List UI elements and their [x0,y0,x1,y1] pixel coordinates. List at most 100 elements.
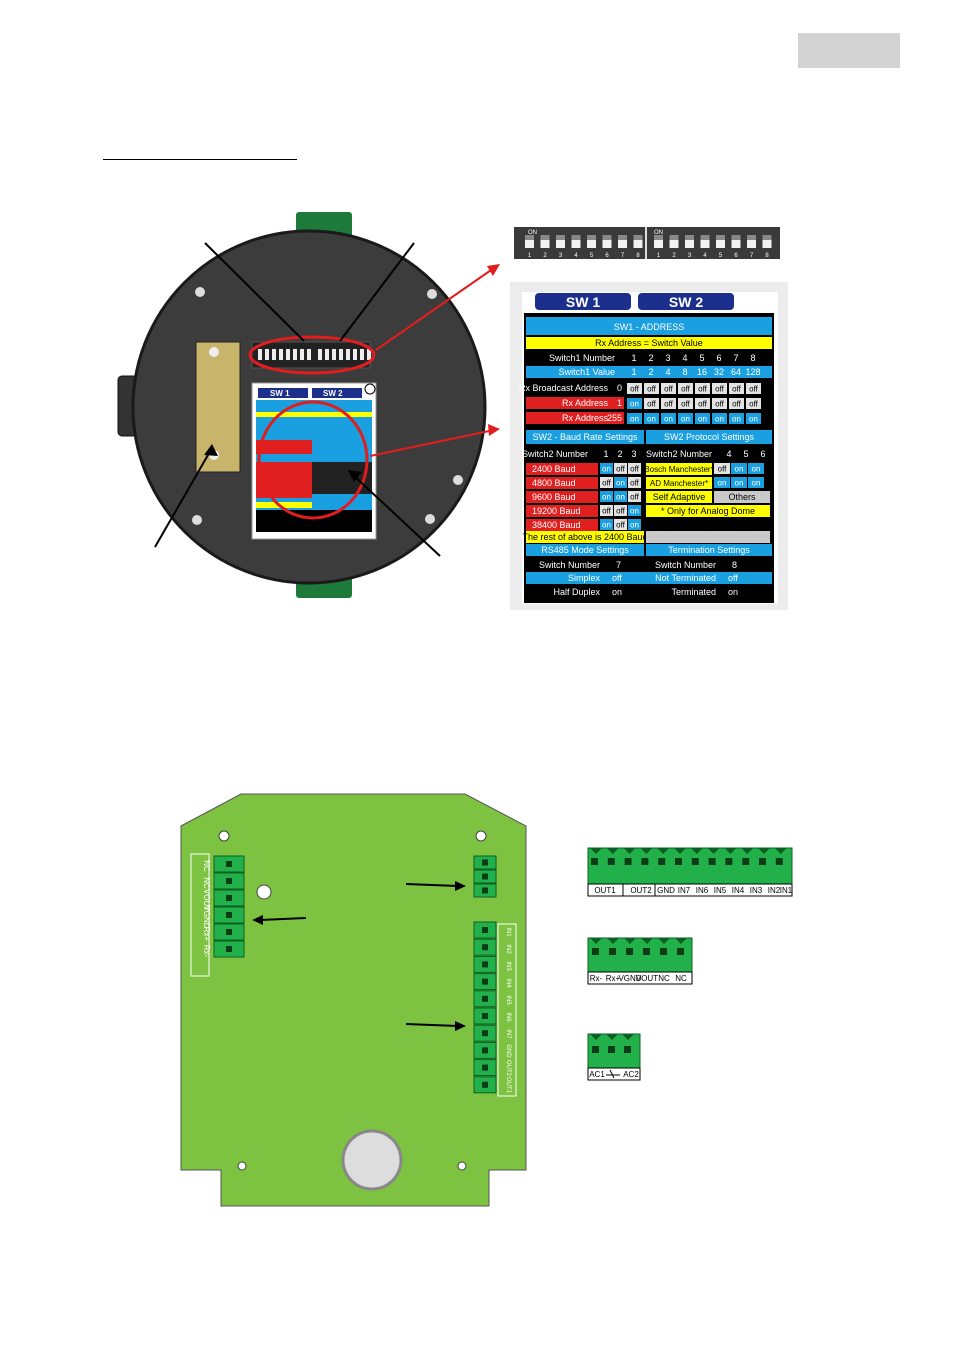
switch-number-label-1: Switch Number [539,560,600,570]
screw-icon [425,514,435,524]
sw2-switch-8 [762,235,772,248]
sw2-switch-6 [731,235,741,248]
io-connector-label: OUT2 [630,886,652,895]
right-connector-label: IN2 [505,944,511,954]
sw1-switch-slider-8 [633,235,643,240]
switch-state-cell [600,491,613,502]
simplex-label: Simplex [568,573,601,583]
small-dip-switch [258,349,262,360]
baud-switch-number: 3 [631,449,636,459]
io-connector-hole [658,858,666,865]
switch1-number-label: Switch1 Number [549,353,615,363]
switch-state-text: off [664,400,674,409]
io-connector-hole [691,858,699,865]
switch1-value: 1 [631,367,636,377]
io-connector-notch [707,848,720,854]
switch-state-text: off [630,479,640,488]
termination-switch: 8 [732,560,737,570]
screw-icon [427,289,437,299]
switch-state-cell [644,383,659,394]
highlight-sticker-ellipse [257,400,369,520]
switch1-number: 5 [699,353,704,363]
half-duplex-state: on [612,587,622,597]
right-connector-label: IN7 [505,1029,511,1039]
switch-state-text: on [630,521,639,530]
zoom-arrow [375,267,495,351]
sw1-switch-2 [540,235,550,248]
switch-state-cell [678,398,693,409]
switch-state-cell [614,491,627,502]
baud-header: SW2 - Baud Rate Settings [532,432,638,442]
right-connector-pin-hole [482,927,488,933]
switch-state-text: on [602,465,611,474]
pointer-line [204,242,305,342]
switch-state-text: off [732,400,742,409]
sw2-switch-slider-8 [762,235,772,240]
pointer-arrow [259,917,307,921]
switch-state-text: off [715,400,725,409]
right-connector-label: OUT2 [505,1060,511,1077]
power-connector-pin-hole [482,873,488,880]
sw2-switch-3 [685,235,694,248]
switch-state-cell [729,383,744,394]
switch-table: SW 1 SW 2 SW1 - ADDRESS Rx Address = Swi… [510,282,788,610]
switch1-number: 7 [733,353,738,363]
rs485-connector-label: NC [658,974,670,983]
io-connector-label: IN1 [780,886,793,895]
sw2-switch-number: 2 [672,253,676,259]
sw1-switch-slider-3 [556,235,565,240]
switch-state-text: on [602,521,611,530]
switch-state-cell [628,519,641,530]
ac-connector-hole [624,1046,631,1053]
switch-state-cell [627,398,642,409]
protocol-switch-number: 5 [743,449,748,459]
rs485-connector-hole [643,948,650,955]
small-dip-switch [346,349,350,360]
sw2-switch-slider-5 [716,235,725,240]
right-label-box [497,923,517,1097]
small-dip-switch [286,349,290,360]
io-connector-notch [640,848,653,854]
io-connector-label: IN6 [696,886,709,895]
switch-state-cell [731,477,747,488]
small-sw2-title: SW 2 [323,389,343,398]
switch1-value: 2 [648,367,653,377]
sw1-switch-3 [556,235,565,248]
rs485-connector-hole [592,948,599,955]
dip-on-label: ON [528,230,537,236]
right-connector-label: IN1 [505,927,511,937]
protocol-header: SW2 Protocol Settings [664,432,755,442]
switch-state-cell [731,463,747,474]
terminated-state: on [728,587,738,597]
pointer-line [339,242,415,342]
ac-connector-hole [592,1046,599,1053]
switch-state-cell [695,383,710,394]
switch-state-text: off [698,400,708,409]
small-dip-switch [353,349,357,360]
left-connector-label: Rx+ [202,927,211,942]
sw2-switch-1 [654,235,663,248]
switch-state-text: off [749,385,759,394]
switch-state-cell [714,463,730,474]
sw2-switch-slider-3 [685,235,694,240]
sw1-switch-1 [525,235,534,248]
switch-state-text: on [735,465,744,474]
screw-icon [195,287,205,297]
switch-state-cell [746,413,761,424]
small-dip-switch [272,349,276,360]
switch-state-cell [628,463,641,474]
io-connector-hole [624,858,632,865]
switch-state-text: on [630,507,639,516]
switch1-value: 64 [731,367,741,377]
baud-row-bg [526,491,598,503]
switch-state-cell [729,398,744,409]
right-connector-pin-hole [482,944,488,951]
sw1-title: SW 1 [566,294,600,310]
switch-state-cell [712,383,727,394]
small-sw1-title: SW 1 [270,389,290,398]
rs485-connector-notch [590,938,602,944]
